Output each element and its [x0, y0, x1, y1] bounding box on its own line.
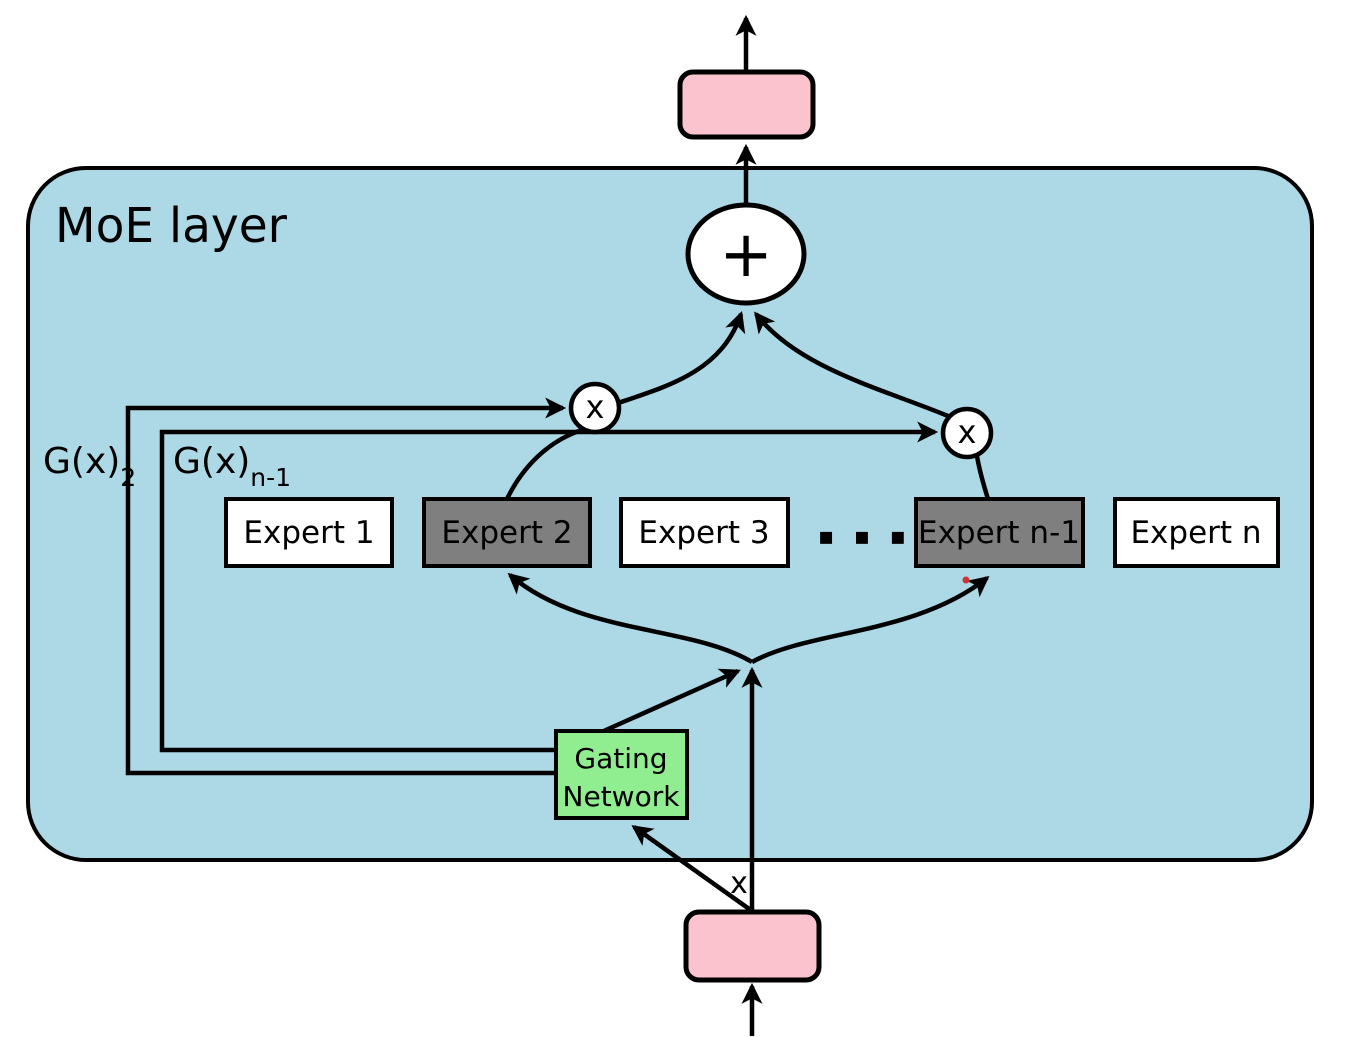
multiply-left-to-sum-arrow — [617, 311, 746, 406]
multiply-right-circle — [940, 406, 994, 460]
expert-2-rect — [422, 497, 592, 568]
input-x-label: x — [730, 866, 748, 901]
sum-circle — [685, 202, 807, 306]
gate-weight-line-g2 — [125, 397, 567, 776]
fork-to-expert2-arrow — [507, 572, 754, 664]
sum-symbol: + — [719, 218, 773, 292]
expert-n1-label: Expert n-1 — [918, 515, 1080, 551]
expert-box-2: Expert 2 — [422, 497, 592, 568]
multiply-right-symbol: x — [958, 413, 977, 451]
gate-weight-label-g2: G(x)2 — [43, 441, 136, 492]
expert2-to-multiply-line — [504, 426, 586, 500]
expert-n-label: Expert n — [1130, 515, 1261, 551]
expert-2-label: Expert 2 — [441, 515, 572, 551]
expert-n-rect — [1113, 497, 1280, 568]
expert-box-1: Expert 1 — [224, 497, 394, 568]
gating-network-rect — [554, 729, 689, 820]
output-block — [677, 69, 816, 140]
gating-network-label-line2: Network — [563, 780, 681, 813]
experts-ellipsis: ▪ ▪ ▪ — [818, 522, 912, 550]
gate-weight-label-gn1-sub: n-1 — [250, 463, 291, 492]
multiply-left-symbol: x — [586, 388, 605, 426]
gate-weight-label-g2-sub: 2 — [120, 463, 136, 492]
gate-weight-label-gn1-base: G(x) — [173, 441, 250, 482]
multiply-right-to-sum-arrow — [754, 311, 949, 419]
gate-weight-line-gn1 — [159, 421, 939, 753]
multiply-left-circle — [568, 381, 622, 435]
gating-network-label-line1: Gating — [574, 742, 667, 775]
input-to-gating-arrow — [631, 825, 754, 913]
expert-n1-rect — [914, 497, 1085, 568]
fork-to-expert-n1-arrow — [750, 576, 990, 664]
expert-box-3: Expert 3 — [619, 497, 790, 568]
expert-3-label: Expert 3 — [638, 515, 769, 551]
multiply-node-left: x — [568, 381, 622, 435]
gating-network-box: Gating Network — [554, 729, 689, 820]
expert-box-n: Expert n — [1113, 497, 1280, 568]
gating-to-experts-arrow — [596, 668, 741, 737]
expert-3-rect — [619, 497, 790, 568]
gate-weight-label-g2-base: G(x) — [43, 441, 120, 482]
stray-red-dot — [962, 576, 970, 584]
moe-layer-title: MoE layer — [55, 198, 287, 254]
multiply-node-right: x — [940, 406, 994, 460]
expert-n1-to-multiply-line — [974, 455, 991, 500]
gate-weight-label-gn1: G(x)n-1 — [173, 441, 291, 492]
expert-1-label: Expert 1 — [243, 515, 374, 551]
expert-box-n1: Expert n-1 — [914, 497, 1085, 568]
input-block — [683, 909, 822, 983]
expert-1-rect — [224, 497, 394, 568]
sum-node: + — [685, 202, 807, 306]
